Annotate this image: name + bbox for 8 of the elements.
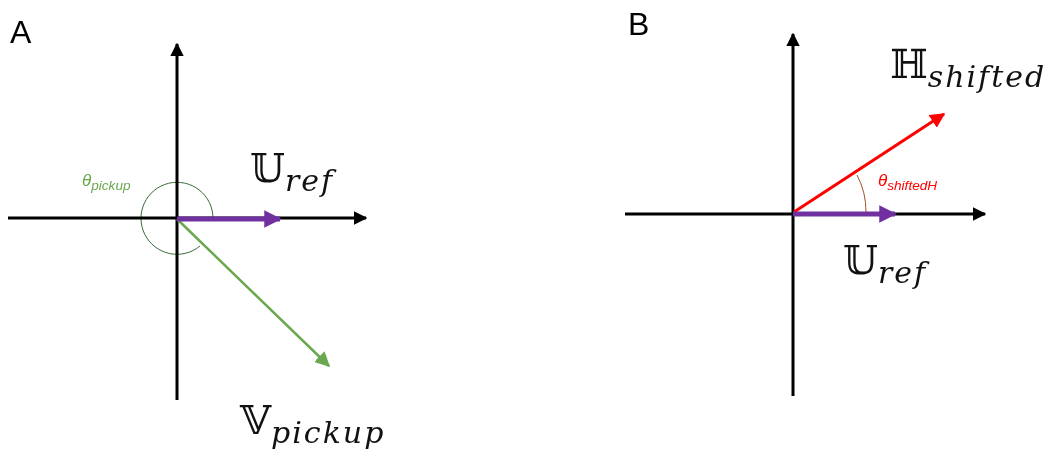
vector-label: 𝕌$_{ref}$: [250, 148, 335, 196]
panel-letter: B: [628, 8, 650, 40]
angle-label: θ$_{pickup}$: [82, 172, 131, 193]
vector-label: 𝕍$_{pickup}$: [240, 400, 386, 448]
vector-label: 𝕌$_{ref}$: [843, 240, 928, 288]
panel-letter: A: [10, 16, 32, 48]
angle-label: θ$_{shiftedH}$: [878, 172, 938, 193]
vector-label: ℍ$_{shifted}$: [890, 44, 1047, 92]
